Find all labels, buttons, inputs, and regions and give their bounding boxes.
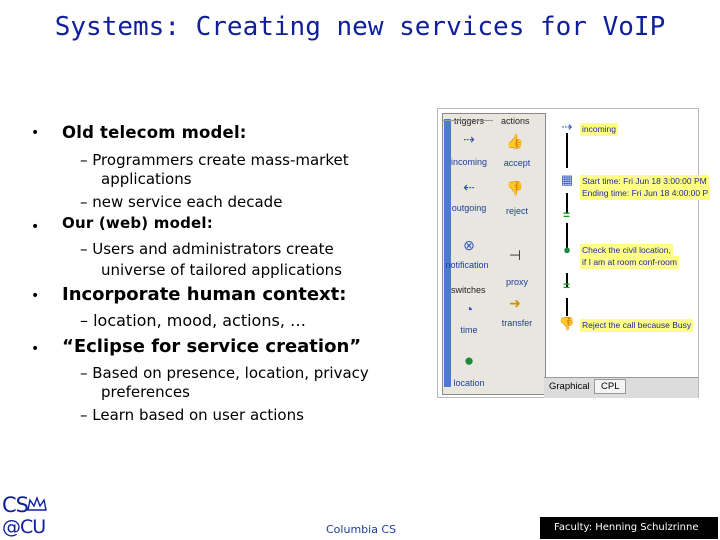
bullet-sub-programmers: – Programmers create mass-market	[80, 151, 349, 169]
thumbs-up-icon[interactable]: 👍	[506, 133, 524, 149]
palette-proxy[interactable]: proxy	[505, 277, 528, 287]
bullet-sub-universe: universe of tailored applications	[101, 261, 342, 279]
tab-cpl[interactable]: CPL	[594, 379, 627, 394]
palette-panel: triggers actions ⇢ incoming 👍 accept ⇠ o…	[442, 113, 546, 395]
bullet-sub-presence: – Based on presence, location, privacy	[80, 364, 369, 382]
header-divider	[443, 120, 493, 121]
triggers-header: triggers	[454, 116, 485, 126]
outgoing-arrow-icon[interactable]: ⇠	[463, 179, 475, 195]
globe-node-icon[interactable]: ●	[563, 242, 571, 257]
footer-center-text: Columbia CS	[326, 523, 397, 536]
flow-check-location-1: Check the civil location,	[580, 244, 673, 257]
crown-icon	[27, 496, 47, 511]
flow-connector	[566, 273, 568, 288]
bullet-sub-users: – Users and administrators create	[80, 240, 334, 258]
condition-equals-icon: =	[563, 208, 571, 222]
flow-incoming-label: incoming	[580, 123, 619, 136]
flow-start-time: Start time: Fri Jun 18 3:00:00 PM	[580, 175, 709, 188]
logo-cs-text: CS	[2, 493, 29, 517]
switches-header: switches	[451, 285, 486, 295]
service-editor-screenshot: triggers actions ⇢ incoming 👍 accept ⇠ o…	[437, 108, 711, 398]
footer-faculty-label: Faculty: Henning Schulzrinne	[540, 517, 718, 539]
palette-transfer[interactable]: transfer	[501, 318, 533, 328]
bullet-marker: •	[31, 288, 40, 304]
bullet-human-context: Incorporate human context:	[62, 284, 347, 305]
flow-check-location-2: if I am at room conf-room	[580, 256, 679, 269]
thumbs-down-icon[interactable]: 👎	[506, 180, 524, 196]
palette-incoming[interactable]: incoming	[450, 157, 488, 167]
condition-equals-icon: =	[563, 279, 571, 293]
bullet-old-telecom: Old telecom model:	[62, 123, 247, 142]
palette-reject[interactable]: reject	[505, 206, 528, 216]
bullet-sub-location: – location, mood, actions, …	[80, 311, 306, 330]
notification-icon[interactable]: ⊗	[463, 237, 475, 253]
palette-location[interactable]: location	[453, 378, 485, 388]
bullet-sub-new-service: – new service each decade	[80, 193, 283, 211]
bullet-marker: •	[31, 219, 40, 235]
palette-accept[interactable]: accept	[503, 158, 531, 168]
bullet-sub-preferences: preferences	[101, 383, 190, 401]
editor-tab-bar: Graphical CPL	[544, 377, 698, 398]
bullet-sub-applications: applications	[101, 170, 192, 188]
reject-node-icon[interactable]: 👎	[558, 316, 576, 331]
page-title: Systems: Creating new services for VoIP	[54, 12, 666, 42]
bullet-list: • Old telecom model: – Programmers creat…	[31, 123, 369, 424]
flow-reject-busy: Reject the call because Busy	[580, 319, 694, 332]
palette-scroll-band	[444, 119, 451, 387]
bullet-our-model: Our (web) model:	[62, 214, 213, 232]
clock-icon[interactable]: ◔	[464, 301, 474, 317]
logo-cu-text: @CU	[2, 516, 46, 538]
flow-connector	[566, 298, 568, 316]
proxy-icon[interactable]: ⊣	[508, 247, 522, 263]
calendar-node-icon[interactable]: ▦	[560, 172, 574, 187]
actions-header: actions	[501, 116, 530, 126]
flow-connector	[566, 133, 568, 168]
bullet-marker: •	[31, 125, 40, 141]
bullet-eclipse: “Eclipse for service creation”	[62, 336, 362, 357]
service-flow-canvas: ⇢ incoming ▦ Start time: Fri Jun 18 3:00…	[546, 113, 711, 375]
palette-time[interactable]: time	[460, 325, 478, 335]
flow-ending-time: Ending time: Fri Jun 18 4:00:00 P	[580, 187, 711, 200]
flow-connector	[566, 223, 568, 253]
transfer-arrow-icon[interactable]: ➜	[509, 295, 521, 311]
palette-notification[interactable]: notification	[445, 260, 489, 270]
flow-connector	[566, 193, 568, 213]
incoming-arrow-icon[interactable]: ⇢	[463, 131, 475, 147]
globe-icon[interactable]: ●	[463, 351, 475, 370]
bullet-sub-learn: – Learn based on user actions	[80, 406, 304, 424]
bullet-marker: •	[31, 341, 40, 357]
palette-outgoing[interactable]: outgoing	[451, 203, 487, 213]
incoming-node-icon[interactable]: ⇢	[561, 119, 573, 134]
tab-graphical[interactable]: Graphical	[549, 381, 590, 392]
